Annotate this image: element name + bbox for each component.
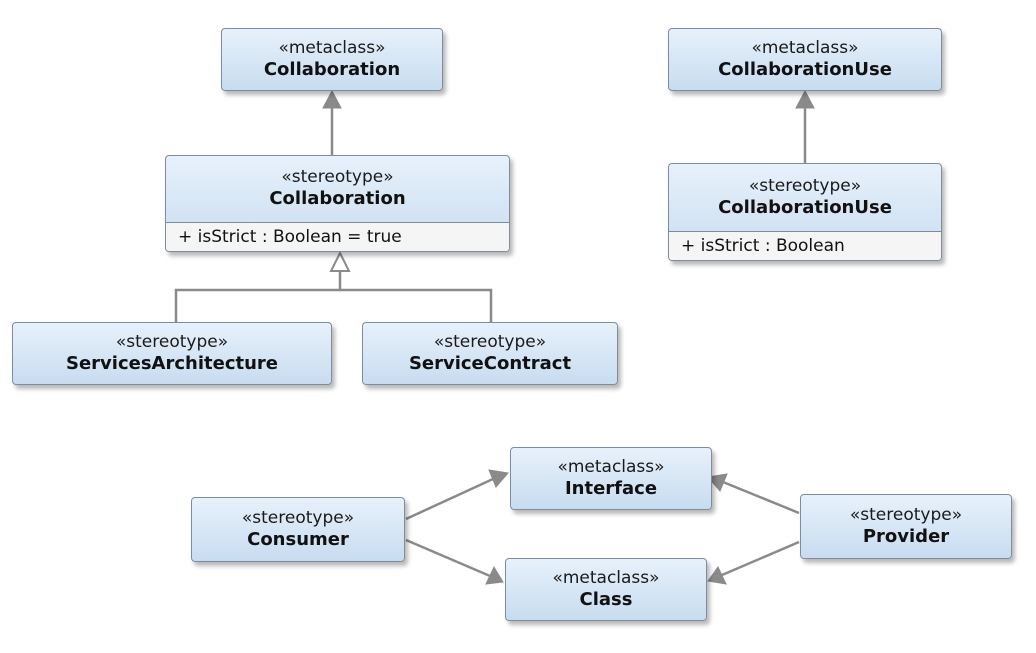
extension-line-consumer-interface bbox=[405, 477, 494, 521]
stereotype-name: ServicesArchitecture bbox=[66, 352, 278, 374]
stereotype-keyword: «stereotype» bbox=[849, 504, 963, 525]
generalization-arrowhead bbox=[329, 250, 351, 272]
stereotype-name: CollaborationUse bbox=[718, 196, 892, 218]
metaclass-name: Interface bbox=[564, 477, 658, 499]
extension-arrowhead-provider-class bbox=[707, 566, 727, 585]
stereotype-provider[interactable]: «stereotype» Provider bbox=[800, 494, 1012, 559]
stereotype-keyword: «stereotype» bbox=[241, 507, 355, 528]
stereotype-service-contract[interactable]: «stereotype» ServiceContract bbox=[362, 322, 618, 385]
extension-arrowhead-collaboration bbox=[322, 89, 342, 109]
metaclass-keyword: «metaclass» bbox=[552, 567, 660, 588]
extension-line-provider-interface bbox=[722, 480, 800, 515]
metaclass-name: CollaborationUse bbox=[718, 58, 892, 80]
stereotype-name: Collaboration bbox=[269, 188, 406, 210]
stereotype-services-architecture[interactable]: «stereotype» ServicesArchitecture bbox=[12, 322, 332, 385]
metaclass-collaboration-use[interactable]: «metaclass» CollaborationUse bbox=[668, 28, 942, 91]
stereotype-keyword: «stereotype» bbox=[281, 167, 394, 188]
generalization-line-service-contract bbox=[340, 288, 493, 322]
metaclass-collaboration[interactable]: «metaclass» Collaboration bbox=[221, 28, 443, 91]
metaclass-class[interactable]: «metaclass» Class bbox=[505, 558, 707, 621]
stereotype-name: ServiceContract bbox=[408, 352, 572, 374]
metaclass-keyword: «metaclass» bbox=[278, 37, 386, 58]
extension-arrowhead-consumer-class bbox=[485, 565, 504, 585]
metaclass-name: Collaboration bbox=[263, 58, 401, 80]
stereotype-collaboration[interactable]: «stereotype» Collaboration + isStrict : … bbox=[165, 155, 510, 252]
stereotype-keyword: «stereotype» bbox=[433, 331, 547, 352]
extension-arrowhead-collaboration-use bbox=[795, 89, 815, 109]
metaclass-keyword: «metaclass» bbox=[751, 37, 859, 58]
attribute-is-strict: + isStrict : Boolean bbox=[669, 231, 941, 260]
metaclass-name: Class bbox=[579, 588, 633, 610]
stereotype-name: Provider bbox=[862, 525, 950, 547]
metaclass-keyword: «metaclass» bbox=[557, 456, 665, 477]
extension-arrowhead-consumer-interface bbox=[488, 469, 509, 488]
metaclass-interface[interactable]: «metaclass» Interface bbox=[510, 447, 712, 510]
generalization-line-services-architecture bbox=[174, 272, 342, 322]
extension-line-provider-class bbox=[721, 540, 800, 577]
stereotype-keyword: «stereotype» bbox=[115, 331, 229, 352]
stereotype-keyword: «stereotype» bbox=[748, 175, 862, 196]
stereotype-collaboration-use[interactable]: «stereotype» CollaborationUse + isStrict… bbox=[668, 163, 942, 261]
extension-arrowhead-provider-interface bbox=[707, 473, 728, 492]
attribute-is-strict: + isStrict : Boolean = true bbox=[166, 222, 509, 251]
stereotype-name: Consumer bbox=[247, 528, 349, 550]
extension-line-consumer-class bbox=[405, 538, 491, 578]
stereotype-consumer[interactable]: «stereotype» Consumer bbox=[191, 497, 405, 562]
